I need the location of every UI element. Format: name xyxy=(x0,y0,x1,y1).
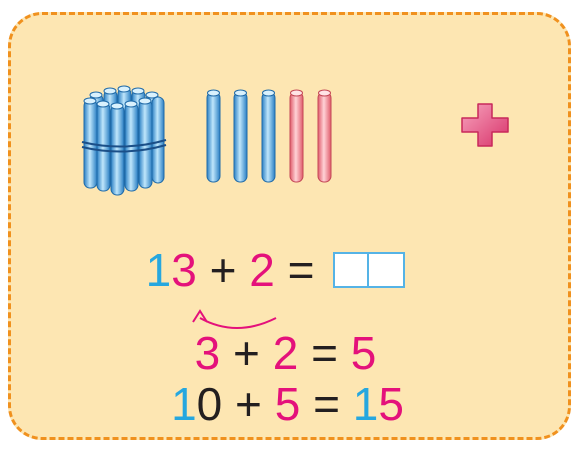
eq3-zero: 0 xyxy=(197,376,223,432)
eq2-result: 5 xyxy=(351,325,377,381)
answer-boxes[interactable] xyxy=(333,252,405,288)
eq1-tens: 1 xyxy=(146,242,172,298)
eq3-b: 5 xyxy=(275,376,301,432)
eq3-plus: + xyxy=(235,376,262,432)
answer-box-tens[interactable] xyxy=(333,252,369,288)
eq2-a: 3 xyxy=(195,325,221,381)
eq3-result-tens: 1 xyxy=(353,376,379,432)
equation-2: 3 + 2 = 5 xyxy=(0,325,577,381)
eq2-b: 2 xyxy=(273,325,299,381)
eq3-equals: = xyxy=(313,376,340,432)
eq1-plus: + xyxy=(210,242,237,298)
eq2-equals: = xyxy=(311,325,338,381)
eq1-addend: 2 xyxy=(249,242,275,298)
eq2-plus: + xyxy=(233,325,260,381)
eq3-tens: 1 xyxy=(171,376,197,432)
eq1-equals: = xyxy=(288,242,315,298)
ten-sticks-bundle xyxy=(82,86,166,195)
plus-icon xyxy=(462,104,508,146)
equation-3: 10 + 5 = 15 xyxy=(0,376,579,432)
answer-box-ones[interactable] xyxy=(369,252,405,288)
eq3-result-ones: 5 xyxy=(378,376,404,432)
eq1-ones: 3 xyxy=(171,242,197,298)
pink-single-sticks xyxy=(290,90,331,182)
equation-1: 13 + 2 = xyxy=(0,242,567,298)
blue-single-sticks xyxy=(207,90,275,182)
